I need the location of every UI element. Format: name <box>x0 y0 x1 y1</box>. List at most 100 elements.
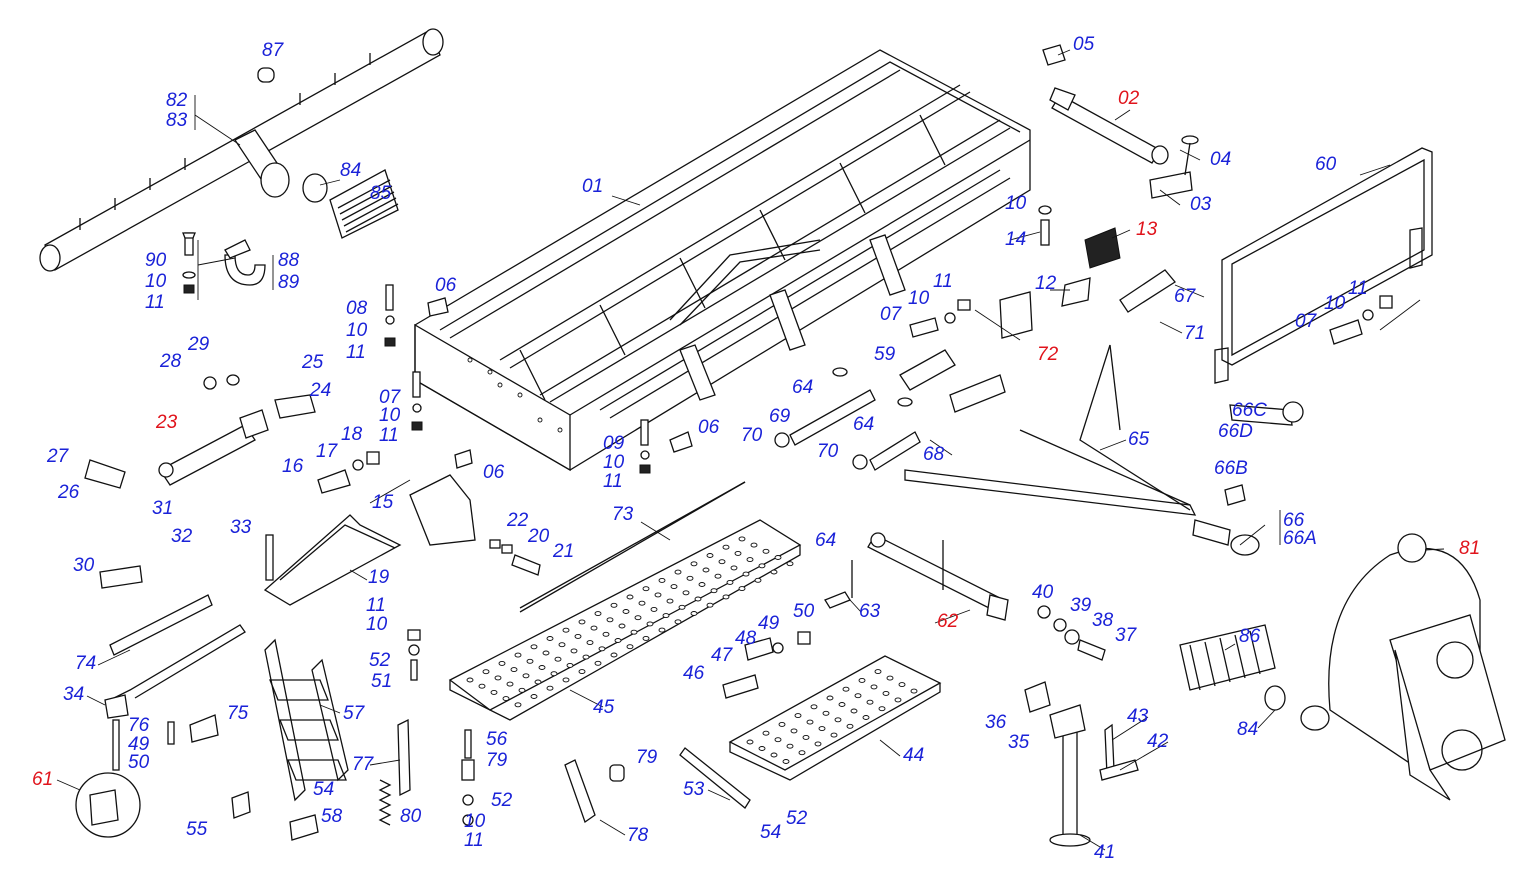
part-label-84a: 84 <box>340 160 361 181</box>
part-label-29: 29 <box>187 334 210 355</box>
perforation-hole <box>690 561 698 567</box>
part-label-68: 68 <box>923 444 945 465</box>
part-label-54a: 54 <box>313 779 334 800</box>
part-label-04: 04 <box>1210 149 1231 170</box>
perforation-hole <box>490 689 498 695</box>
perforation-hole <box>634 615 642 621</box>
perforation-hole <box>858 677 866 683</box>
perforation-hole <box>526 658 534 664</box>
hydraulic-cylinder-23 <box>84 374 316 489</box>
part-label-66C: 66C <box>1232 400 1267 421</box>
perforation-hole <box>846 723 854 729</box>
part-label-10g: 10 <box>1324 293 1346 314</box>
part-label-23: 23 <box>155 412 178 433</box>
perforation-hole <box>694 596 702 602</box>
perforation-hole <box>806 719 814 725</box>
perforation-hole <box>898 682 906 688</box>
perforation-hole <box>850 708 858 714</box>
part-label-07b: 07 <box>880 304 903 325</box>
part-label-06a: 06 <box>435 275 457 296</box>
part-label-35: 35 <box>1008 732 1030 753</box>
part-label-66D: 66D <box>1218 421 1253 442</box>
perforation-hole <box>626 594 634 600</box>
perforation-hole <box>762 730 770 736</box>
part-label-33: 33 <box>230 517 252 538</box>
perforation-hole <box>706 553 714 558</box>
perforation-hole <box>734 550 742 556</box>
perforation-hole <box>814 741 822 747</box>
part-label-43: 43 <box>1127 706 1149 727</box>
perforation-hole <box>674 569 682 575</box>
part-label-28: 28 <box>159 351 182 372</box>
part-label-54b: 54 <box>760 822 781 843</box>
part-label-64b: 64 <box>853 414 874 435</box>
part-label-52c: 52 <box>786 808 808 829</box>
perforation-hole <box>562 677 570 683</box>
part-label-85: 85 <box>370 183 392 204</box>
part-label-71: 71 <box>1184 323 1205 344</box>
perforation-hole <box>658 577 666 583</box>
part-label-07c: 07 <box>1295 311 1318 332</box>
part-label-52a: 52 <box>369 650 391 671</box>
part-label-81: 81 <box>1459 538 1480 559</box>
part-label-67: 67 <box>1174 286 1197 307</box>
perforation-hole <box>546 636 554 641</box>
part-label-08: 08 <box>346 298 368 319</box>
part-label-10e: 10 <box>1005 193 1027 214</box>
perforation-hole <box>662 613 670 619</box>
part-label-11a: 11 <box>145 292 165 313</box>
perforation-hole <box>638 600 646 606</box>
perforation-hole <box>530 644 538 650</box>
perforation-hole <box>866 699 874 705</box>
part-label-53: 53 <box>683 779 705 800</box>
perforation-hole <box>498 660 506 666</box>
part-label-76: 76 <box>128 715 150 736</box>
perforation-hole <box>654 592 662 598</box>
perforation-hole <box>622 609 630 614</box>
perforation-hole <box>738 586 746 592</box>
part-label-45: 45 <box>593 697 615 718</box>
tie-rod <box>519 481 746 609</box>
part-label-80: 80 <box>400 806 422 827</box>
part-label-82: 82 <box>166 90 188 111</box>
part-label-60: 60 <box>1315 154 1337 175</box>
part-label-56: 56 <box>486 729 508 750</box>
perforation-hole <box>786 743 794 749</box>
leader-lines <box>56 195 1445 851</box>
part-label-03: 03 <box>1190 194 1212 215</box>
part-label-11d: 11 <box>603 471 623 492</box>
perforation-hole <box>534 679 542 685</box>
blower-unit <box>1179 533 1506 801</box>
perforation-hole <box>530 694 538 699</box>
perforation-hole <box>750 542 758 548</box>
valve-bracket-assembly <box>909 205 1131 341</box>
perforation-hole <box>630 629 638 635</box>
perforation-hole <box>778 721 786 727</box>
part-label-72: 72 <box>1037 344 1059 365</box>
perforation-hole <box>558 642 566 648</box>
perforation-hole <box>722 594 730 600</box>
part-label-44: 44 <box>903 745 924 766</box>
part-label-32: 32 <box>171 526 193 547</box>
perforation-hole <box>670 584 678 590</box>
part-label-34: 34 <box>63 684 84 705</box>
part-label-69: 69 <box>769 406 791 427</box>
part-label-19: 19 <box>368 567 390 588</box>
step-platform <box>728 655 942 781</box>
perforation-hole <box>714 573 722 579</box>
part-label-88: 88 <box>278 250 300 271</box>
perforation-hole <box>574 633 582 639</box>
parking-jack <box>1024 605 1139 847</box>
perforation-hole <box>682 590 690 596</box>
perforation-hole <box>650 606 658 612</box>
linkage-pins <box>774 349 1006 471</box>
manifold-assembly <box>39 28 444 300</box>
part-label-70b: 70 <box>817 441 839 462</box>
part-label-90: 90 <box>145 250 167 271</box>
part-label-15: 15 <box>372 492 394 513</box>
perforation-hole <box>826 695 834 701</box>
ladder <box>264 638 349 802</box>
part-label-11f: 11 <box>1348 278 1368 299</box>
perforation-hole <box>578 619 586 625</box>
